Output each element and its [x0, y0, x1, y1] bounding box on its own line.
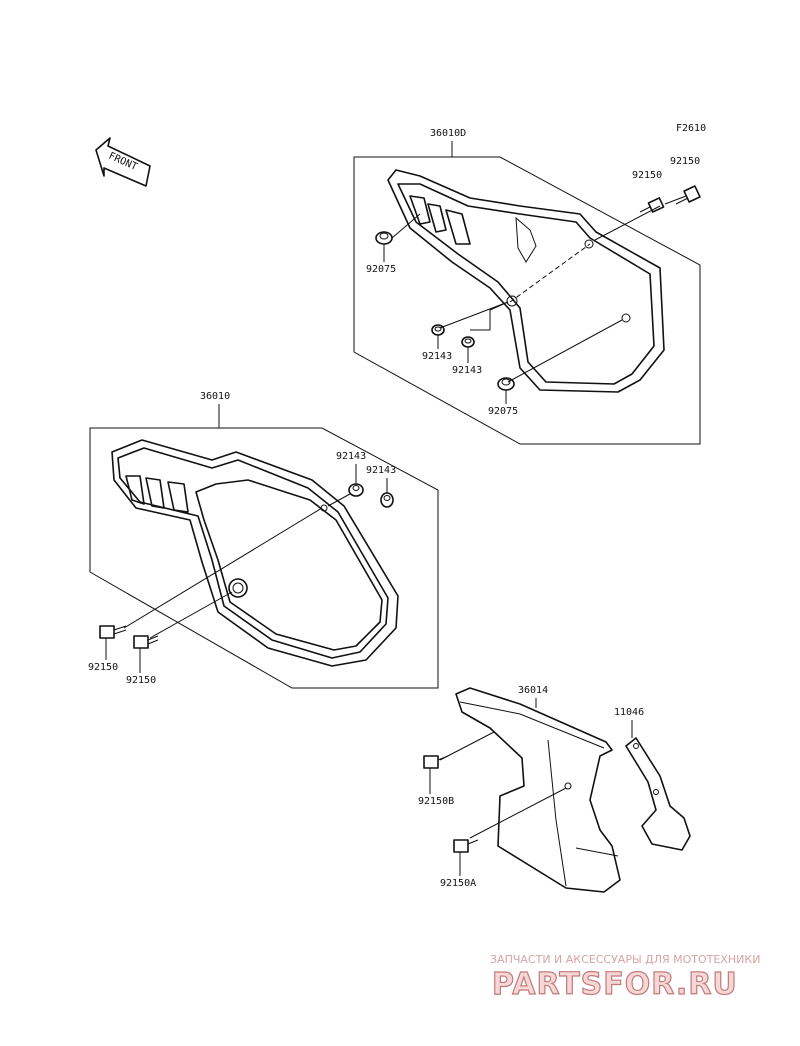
bolt-92150b [423, 755, 449, 769]
callout-92150a: 92150A [440, 878, 476, 889]
side-cover-36010d [387, 169, 665, 393]
bolt-92150a [453, 839, 479, 853]
middle-group-36010: 36010 [88, 391, 439, 689]
watermark-brand: PARTSFOR.RU [492, 967, 738, 1002]
watermark-subtitle: ЗАПЧАСТИ И АКСЕССУАРЫ ДЛЯ МОТОТЕХНИКИ [490, 953, 760, 966]
upper-group-frame [353, 156, 701, 445]
middle-ref-label: 36010 [200, 391, 230, 402]
callout-92150b: 92150B [418, 796, 454, 807]
collar-92143-middle-a [348, 483, 364, 497]
collar-92143-upper-a [431, 324, 445, 336]
callout-92143-middle-a: 92143 [336, 451, 366, 462]
callout-92143-upper-b: 92143 [452, 365, 482, 376]
bracket-ref-label: 11046 [614, 707, 644, 718]
figure-code: F2610 [676, 123, 706, 134]
callout-92075-upper-a: 92075 [366, 264, 396, 275]
bracket-11046: 11046 [614, 707, 691, 851]
grommet-92075-upper-a [375, 231, 393, 245]
chain-cover-36014 [455, 687, 621, 893]
bolt-92150-upper-a [639, 197, 665, 213]
bolt-92150-upper-b [675, 185, 701, 205]
collar-92143-upper-b [461, 336, 475, 348]
grommet-92075-upper-b [497, 377, 515, 391]
callout-92150-upper-a: 92150 [632, 170, 662, 181]
callout-92150-middle-b: 92150 [126, 675, 156, 686]
callout-92143-middle-b: 92143 [366, 465, 396, 476]
lower-group-36014: 36014 92150B 92150A [418, 685, 621, 893]
front-arrow-icon: FRONT [95, 137, 151, 187]
upper-group-36010d: 36010D [353, 128, 701, 445]
bolt-92150-middle-b [133, 635, 159, 649]
upper-ref-label: 36010D [430, 128, 466, 139]
front-label: FRONT [107, 151, 139, 173]
collar-92143-middle-b [380, 492, 394, 508]
watermark: ЗАПЧАСТИ И АКСЕССУАРЫ ДЛЯ МОТОТЕХНИКИ PA… [490, 953, 760, 1003]
lower-ref-label: 36014 [518, 685, 548, 696]
middle-group-frame [89, 427, 439, 689]
bolt-92150-middle-a [99, 625, 127, 639]
callout-92075-upper-b: 92075 [488, 406, 518, 417]
callout-92150-middle-a: 92150 [88, 662, 118, 673]
callout-92150-upper-b: 92150 [670, 156, 700, 167]
side-cover-36010 [111, 439, 399, 667]
callout-92143-upper-a: 92143 [422, 351, 452, 362]
